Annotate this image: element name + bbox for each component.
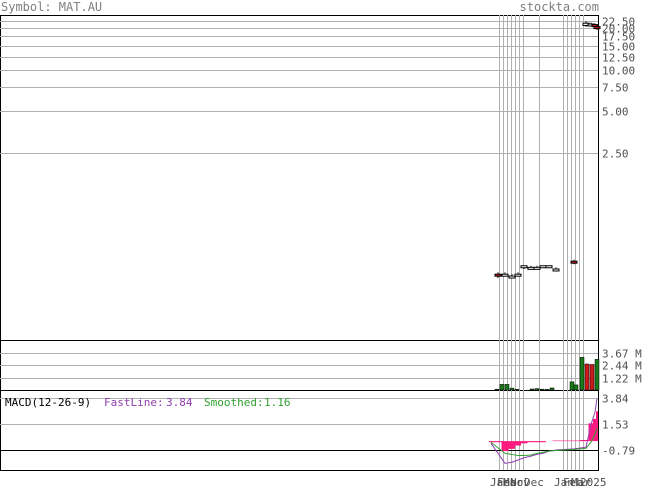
price-panel-frame <box>0 15 599 341</box>
axis-labels: 2.50 5.00 7.50 10.0012.5015.0017.5020.0022.… <box>490 16 642 486</box>
volume-bar <box>509 387 515 391</box>
x-tick-label: Nov <box>510 476 530 486</box>
macd-tick-label: 1.53 <box>602 419 629 432</box>
price-tick-label: 5.00 <box>602 106 629 119</box>
macd-panel-frame <box>0 390 599 471</box>
candle-body <box>527 266 535 270</box>
x-tick-label: Dec <box>524 476 544 486</box>
candle-body <box>508 275 516 279</box>
candle-body <box>539 265 547 269</box>
macd-histogram-bar <box>534 441 540 443</box>
volume-bar <box>499 384 505 391</box>
macd-histogram-bar <box>527 441 534 443</box>
macd-histogram-bar <box>588 423 593 442</box>
macd-smooth-label: Smoothed: <box>204 396 264 409</box>
volume-tick-label: 1.22 M <box>602 373 642 386</box>
macd-histogram-bar <box>489 441 502 443</box>
candle-body <box>520 265 528 269</box>
x-tick-label: Mar <box>571 476 591 486</box>
macd-histogram-bar <box>552 440 565 442</box>
volume-tick-label: 2.44 M <box>602 360 642 373</box>
volume-bar <box>544 389 550 391</box>
volume-bar <box>504 384 510 391</box>
macd-histogram-bar <box>521 441 528 444</box>
site-label: stockta.com <box>519 0 599 14</box>
volume-bars <box>494 357 600 391</box>
macd-histogram-bar <box>565 440 580 442</box>
price-tick-label: 15.00 <box>602 41 635 54</box>
price-tick-label: 22.50 <box>602 16 635 29</box>
volume-tick-label: 3.67 M <box>602 348 642 361</box>
macd-fast-value: 3.84 <box>166 396 193 409</box>
macd-histogram-bar <box>501 441 509 452</box>
macd-title: MACD(12-26-9) <box>5 396 91 409</box>
volume-bar <box>579 357 585 391</box>
macd-histogram-bar <box>540 441 546 443</box>
candle-body <box>545 265 553 269</box>
x-tick-label: Jan <box>554 476 574 486</box>
volume-bar <box>584 363 590 391</box>
volume-bar <box>589 364 595 391</box>
x-tick-label: Feb <box>563 476 583 486</box>
macd-histogram-bar <box>508 441 515 449</box>
macd-tick-label: -0.79 <box>602 445 635 458</box>
candle-body <box>533 266 541 270</box>
candle-body <box>552 268 560 272</box>
volume-bar <box>573 384 579 391</box>
price-tick-label: 20.00 <box>602 23 635 36</box>
volume-bar <box>539 388 545 391</box>
volume-bar <box>514 389 520 391</box>
volume-bar <box>529 388 535 391</box>
volume-bar <box>494 388 500 391</box>
x-tick-label: 2025 <box>580 476 607 486</box>
macd-histogram-bar <box>580 440 589 442</box>
macd-histogram-bar <box>596 411 598 442</box>
candle-body <box>570 260 578 264</box>
candle-body <box>593 26 601 30</box>
volume-bar <box>534 388 540 391</box>
macd-tick-label: 3.84 <box>602 393 629 406</box>
price-tick-label: 12.50 <box>602 52 635 65</box>
volume-bar <box>549 387 555 391</box>
candle-body <box>501 273 509 277</box>
macd-smooth-line <box>490 428 598 457</box>
macd-smooth-value: 1.16 <box>264 396 291 409</box>
macd-plot <box>489 398 598 464</box>
x-tick-label: Feb <box>497 476 517 486</box>
price-candles <box>494 21 601 279</box>
macd-histogram-bar <box>515 441 521 446</box>
volume-bar <box>569 381 575 391</box>
price-tick-label: 7.50 <box>602 82 629 95</box>
macd-histogram-bar <box>593 418 596 442</box>
macd-fast-label: FastLine: <box>104 396 164 409</box>
price-tick-label: 10.00 <box>602 65 635 78</box>
price-tick-label: 17.50 <box>602 31 635 44</box>
volume-bar <box>594 359 600 391</box>
candle-body <box>494 273 502 277</box>
macd-fast-line <box>490 398 598 464</box>
symbol-label: Symbol: MAT.AU <box>1 0 103 14</box>
candle-body <box>514 273 522 277</box>
price-tick-label: 2.50 <box>602 148 629 161</box>
x-tick-label: Jan <box>490 476 510 486</box>
grid-lines <box>0 15 598 470</box>
x-tick-label: Mar <box>503 476 523 486</box>
